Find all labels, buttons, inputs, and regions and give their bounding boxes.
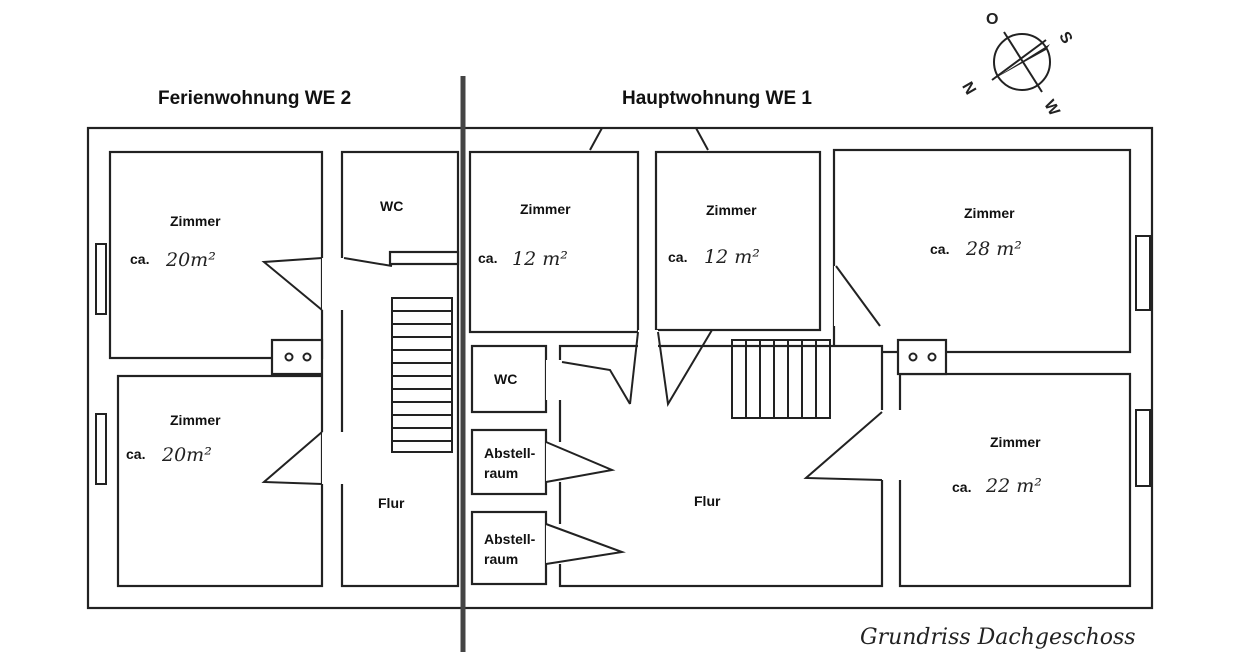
room-label: Flur <box>378 495 405 511</box>
room-label: Zimmer <box>990 434 1041 450</box>
svg-text:S: S <box>1055 29 1075 47</box>
compass-icon: O S W N <box>958 11 1075 120</box>
room-abstell-1 <box>470 428 548 496</box>
room-label: Flur <box>694 493 721 509</box>
room-area: 20m² <box>161 444 212 466</box>
chimney <box>896 338 948 376</box>
title-ferienwohnung: Ferienwohnung WE 2 <box>158 88 351 109</box>
windows <box>95 127 1151 487</box>
room-we2-zimmer-bottom <box>116 374 324 588</box>
title-hauptwohnung: Hauptwohnung WE 1 <box>622 88 812 109</box>
door-swing <box>261 257 323 311</box>
room-we1-wc <box>470 344 548 414</box>
chimney <box>270 338 324 376</box>
door-swing <box>835 265 881 327</box>
room-area: 20m² <box>165 249 216 271</box>
door-swing <box>261 431 323 485</box>
room-label: Zimmer <box>170 412 221 428</box>
svg-text:ca.: ca. <box>478 250 497 266</box>
door-swing <box>657 329 713 407</box>
svg-text:ca.: ca. <box>930 241 949 257</box>
room-we1-flur <box>558 344 884 588</box>
room-we1-zimmer-22 <box>898 372 1132 588</box>
room-label: Zimmer <box>170 213 221 229</box>
room-label: Zimmer <box>964 205 1015 221</box>
svg-text:N: N <box>958 79 979 98</box>
room-we1-zimmer-2 <box>654 150 822 332</box>
room-abstell-2 <box>470 510 548 586</box>
room-area: 28 m² <box>965 238 1022 260</box>
stairs-we2 <box>391 297 453 453</box>
room-label: WC <box>494 371 517 387</box>
stairs-we1 <box>731 339 831 419</box>
svg-text:O: O <box>986 11 998 28</box>
room-area: 12 m² <box>512 248 568 270</box>
room-we2-zimmer-top <box>108 150 324 360</box>
room-label: Zimmer <box>520 201 571 217</box>
svg-text:ca.: ca. <box>126 446 145 462</box>
door-swing <box>545 523 626 565</box>
room-label: Abstell- <box>484 531 536 547</box>
door-swing <box>803 411 883 481</box>
room-label: WC <box>380 198 403 214</box>
room-label: Abstell- <box>484 445 536 461</box>
svg-text:ca.: ca. <box>952 479 971 495</box>
room-we2-flur <box>340 150 460 588</box>
svg-text:ca.: ca. <box>130 251 149 267</box>
room-area: 12 m² <box>704 246 760 268</box>
caption: Grundriss Dachgeschoss <box>860 625 1136 650</box>
door-swing <box>545 441 616 483</box>
room-we1-zimmer-1 <box>468 150 640 334</box>
room-area: 22 m² <box>985 475 1042 497</box>
svg-text:raum: raum <box>484 551 518 567</box>
room-label: Zimmer <box>706 202 757 218</box>
svg-text:W: W <box>1040 97 1063 119</box>
svg-text:raum: raum <box>484 465 518 481</box>
door-swing <box>561 361 631 405</box>
svg-text:ca.: ca. <box>668 249 687 265</box>
